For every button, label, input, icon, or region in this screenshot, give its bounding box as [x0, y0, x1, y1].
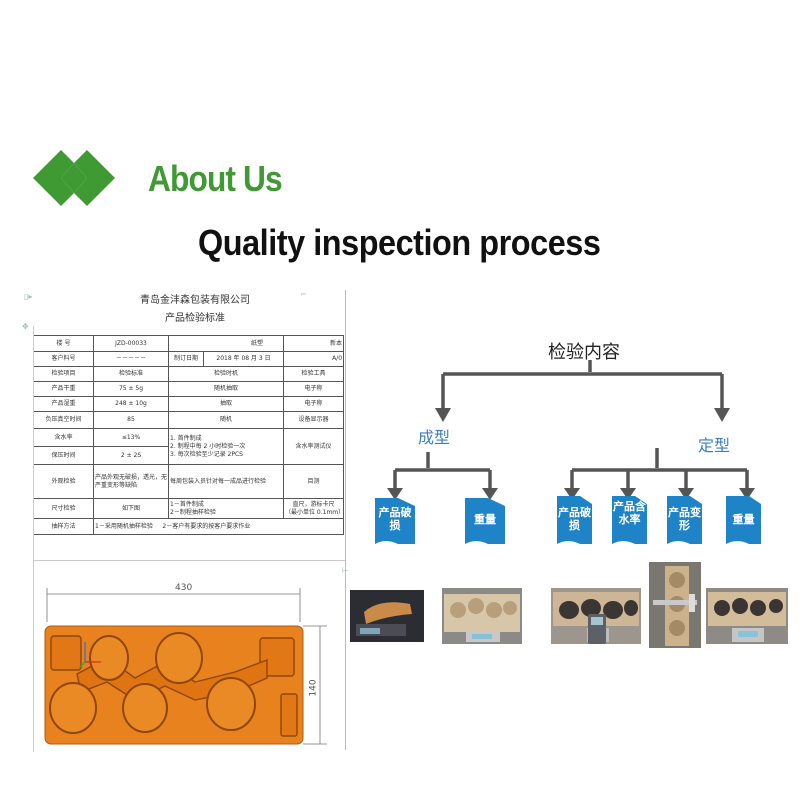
table-cell: JZD-00033: [93, 335, 169, 352]
table-row: 产品湿重 248 ± 10g 抽取 电子称: [33, 396, 345, 412]
table-cell: 抽样方法: [33, 518, 94, 535]
page-marker-icon: ⊢: [342, 566, 349, 575]
dimension-height-label: 140: [308, 679, 319, 697]
table-cell: 纸塑: [167, 335, 285, 352]
photo-moisture-check: [649, 562, 701, 648]
table-cell: 含水率测试仪: [283, 428, 345, 465]
photo-setting-weight: [706, 588, 788, 644]
table-cell: 电子称: [283, 396, 345, 412]
table-cell: 2 ± 2S: [93, 446, 169, 465]
table-cell: 随机抽取: [167, 381, 285, 397]
table-row: 产品干重 75 ± 5g 随机抽取 电子称: [33, 381, 345, 397]
process-line: 2－制程抽样检验: [170, 508, 216, 516]
photo-weight-check: [442, 588, 522, 644]
table-cell: －－－－－: [93, 351, 169, 367]
table-cell: 1－首件制成 2－制程抽样检验: [167, 498, 285, 519]
table-cell: 设备显示器: [283, 411, 345, 429]
about-us-title: About Us: [148, 158, 283, 199]
table-row: 检验项目 检验标准 检验时机 检验工具: [33, 366, 345, 382]
table-row: 楼 号 JZD-00033 纸塑 新本: [33, 335, 345, 352]
badge-setting-deformation: 产品变形: [668, 506, 701, 532]
table-cell: 每周包装入员针对每一成品进行检验: [167, 464, 285, 499]
photo-moisture-meter: [588, 614, 606, 644]
document-corner-mark-icon: ⌐: [300, 290, 307, 299]
table-cell: 制订日期: [168, 351, 204, 367]
photo-damage-check: [350, 590, 424, 642]
table-row: 尺寸检验 如下图 1－首件制成 2－制程抽样检验 直尺，游标卡尺 （最小单位 0…: [33, 498, 345, 519]
table-cell: 检验时机: [167, 366, 285, 382]
flow-branch-setting: 定型: [698, 436, 731, 455]
table-cell: 含水率: [33, 428, 94, 447]
brand-diamond-logo-icon: [33, 150, 115, 206]
document-title: 产品检验标准: [165, 313, 225, 324]
table-cell: 检验工具: [283, 366, 345, 382]
table-row: 客户料号 －－－－－ 制订日期 2018 年 08 月 3 日 A/0: [33, 351, 345, 367]
sampling-method-2: 2－客户有要求的按客户要求作业: [162, 522, 251, 530]
document-divider: [33, 560, 346, 561]
table-cell: 客户料号: [33, 351, 94, 367]
tool-line: 直尺，游标卡尺: [292, 500, 335, 508]
process-line: 3. 每次检验至少记录 2PCS: [170, 450, 243, 458]
table-cell: A/0: [283, 351, 345, 367]
process-line: 1. 首件制成: [170, 434, 202, 442]
table-cell: 检验项目: [33, 366, 94, 382]
table-cell: 75 ± 5g: [93, 381, 169, 397]
table-cell: 如下图: [93, 498, 169, 519]
flow-root-label: 检验内容: [548, 342, 620, 363]
table-move-handle-icon[interactable]: ✥: [22, 322, 29, 331]
tool-line: （最小单位 0.1mm）: [285, 508, 344, 516]
document-right-edge: [345, 290, 346, 750]
table-cell: 外观检验: [33, 464, 94, 499]
table-cell: 检验标准: [93, 366, 169, 382]
table-row: 含水率 ≤13% 1. 首件制成 2. 制程中每 2 小时检验一次 3. 每次检…: [33, 428, 345, 465]
document-margin-icon: ▯▸: [24, 292, 33, 301]
table-cell: 直尺，游标卡尺 （最小单位 0.1mm）: [283, 498, 345, 519]
badge-forming-weight: 重量: [474, 513, 496, 526]
dimension-width-label: 430: [175, 583, 193, 593]
table-cell: 楼 号: [33, 335, 94, 352]
badge-setting-damage: 产品破损: [558, 506, 591, 532]
document-company-name: 青岛金沣森包装有限公司: [140, 295, 250, 306]
table-cell: 2018 年 08 月 3 日: [202, 351, 285, 367]
table-cell: 电子称: [283, 381, 345, 397]
badge-forming-damage: 产品破损: [378, 506, 412, 532]
table-cell: 产品湿重: [33, 396, 94, 412]
table-cell: 保压时间: [33, 446, 94, 465]
product-dimension-drawing: [44, 588, 327, 745]
table-cell: 248 ± 10g: [93, 396, 169, 412]
table-row: 负压真空时间 85 随机 设备显示器: [33, 411, 345, 429]
document-edge-line: [33, 326, 34, 752]
badge-setting-moisture: 产品含水率: [613, 500, 646, 526]
page-title: Quality inspection process: [198, 222, 601, 263]
process-line: 1－首件制成: [170, 500, 204, 508]
table-cell: 随机: [167, 411, 285, 429]
inspection-flowchart: [375, 360, 761, 544]
table-row: 抽样方法 1－采用随机抽样检验 2－客户有要求的按客户要求作业: [33, 518, 345, 535]
inspection-spec-table: 楼 号 JZD-00033 纸塑 新本 客户料号 －－－－－ 制订日期 2018…: [33, 335, 345, 535]
table-cell: 抽取: [167, 396, 285, 412]
table-cell: 85: [93, 411, 169, 429]
table-cell: 负压真空时间: [33, 411, 94, 429]
sampling-method-1: 1－采用随机抽样检验: [95, 522, 153, 530]
flow-branch-forming: 成型: [418, 428, 451, 447]
table-row: 外观检验 产品外观无破损，透光，无严重变形等缺陷 每周包装入员针对每一成品进行检…: [33, 464, 345, 499]
table-cell: 1. 首件制成 2. 制程中每 2 小时检验一次 3. 每次检验至少记录 2PC…: [167, 428, 285, 465]
table-cell: 新本: [283, 335, 345, 352]
table-cell: ≤13%: [93, 428, 169, 447]
table-cell: 1－采用随机抽样检验 2－客户有要求的按客户要求作业: [92, 518, 345, 535]
process-line: 2. 制程中每 2 小时检验一次: [170, 442, 246, 450]
table-cell: 产品外观无破损，透光，无严重变形等缺陷: [93, 464, 169, 499]
badge-setting-weight: 重量: [732, 513, 755, 526]
table-cell: 尺寸检验: [33, 498, 94, 519]
table-cell: 目测: [283, 464, 345, 499]
table-cell: 产品干重: [33, 381, 94, 397]
